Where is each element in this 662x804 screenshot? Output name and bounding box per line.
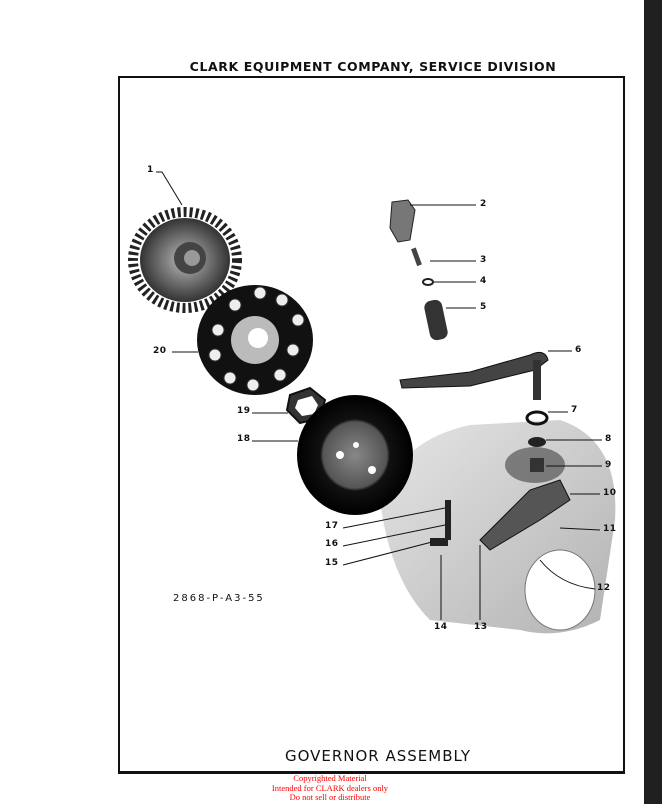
callout-5: 5: [480, 302, 487, 312]
page-header: CLARK EQUIPMENT COMPANY, SERVICE DIVISIO…: [189, 59, 557, 74]
governor-cup: [297, 395, 413, 515]
bearing: [530, 458, 544, 472]
watermark-line: Intended for CLARK dealers only: [271, 782, 389, 793]
callout-16: 16: [325, 539, 339, 549]
callout-18: 18: [237, 434, 251, 444]
bracket: [389, 199, 416, 243]
washer: [422, 278, 434, 286]
callout-12: 12: [597, 583, 611, 593]
callout-14: 14: [434, 622, 448, 632]
spring: [424, 299, 448, 341]
callout-1: 1: [147, 165, 154, 175]
drive-gear: [128, 207, 242, 313]
callout-9: 9: [605, 460, 612, 470]
viewer-edge: [644, 0, 662, 804]
callout-6: 6: [575, 345, 582, 355]
callout-19: 19: [237, 406, 251, 416]
copyright-watermark: Copyrighted Material Intended for CLARK …: [230, 773, 430, 803]
seal: [525, 410, 549, 426]
callout-2: 2: [480, 199, 487, 209]
watermark-line: Copyrighted Material: [293, 773, 367, 783]
figure-frame: [118, 76, 625, 774]
weight-carrier: [197, 285, 313, 395]
callout-3: 3: [480, 255, 487, 265]
callout-15: 15: [325, 558, 339, 568]
callout-20: 20: [153, 346, 167, 356]
callout-17: 17: [325, 521, 339, 531]
callout-8: 8: [605, 434, 612, 444]
callout-11: 11: [603, 524, 617, 534]
figure-code: 2868-P-A3-55: [173, 593, 265, 604]
figure-title: GOVERNOR ASSEMBLY: [284, 747, 472, 765]
bushing: [528, 437, 546, 447]
callout-7: 7: [571, 405, 578, 415]
callout-4: 4: [480, 276, 487, 286]
callout-10: 10: [603, 488, 617, 498]
leader-lines: [156, 171, 602, 620]
watermark-line: Do not sell or distribute: [289, 792, 371, 802]
adjusting-screw: [411, 247, 422, 267]
governor-lever: [399, 351, 549, 389]
callout-13: 13: [474, 622, 488, 632]
governor-arm: [479, 479, 571, 551]
